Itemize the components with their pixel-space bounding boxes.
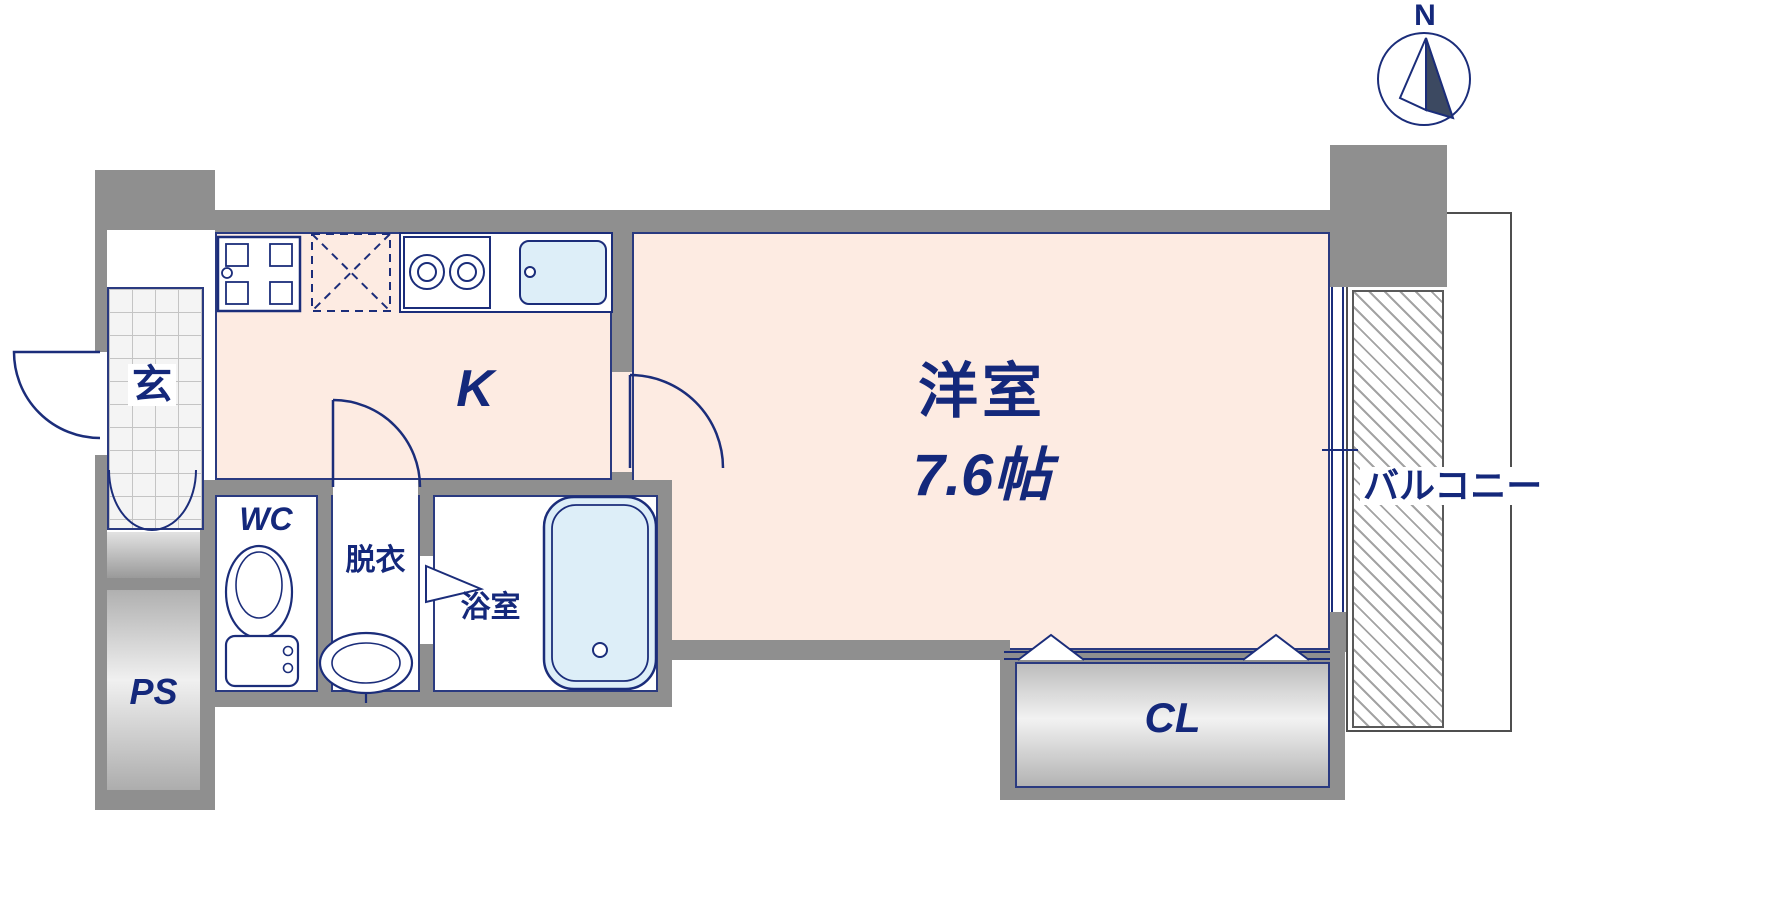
entrance-door-arc — [12, 350, 101, 440]
genkan-tile-floor — [107, 287, 204, 530]
bath-folding-door — [425, 564, 485, 604]
wall-pillar-top-left — [95, 170, 215, 230]
kitchen-sink-icon — [519, 240, 607, 305]
compass-icon — [1377, 32, 1471, 126]
kitchen-unit — [216, 235, 302, 313]
wall-right-stub — [1330, 612, 1346, 652]
shoe-cabinet-doors — [108, 469, 197, 531]
refrigerator-space — [311, 233, 391, 312]
doorway-floor — [612, 372, 632, 472]
wall-ps-top — [95, 578, 215, 590]
wall-pillar-top-right — [1330, 145, 1447, 287]
balcony-floor — [1352, 290, 1444, 728]
window — [1322, 287, 1358, 612]
door-arc-dressing — [331, 398, 422, 488]
wall-bottom-left — [95, 790, 215, 810]
wash-basin-icon — [318, 631, 414, 703]
main-room-floor — [632, 232, 1330, 650]
door-arc-main-room — [628, 373, 725, 469]
pipe-space-interior — [107, 590, 200, 790]
toilet-icon — [224, 544, 300, 688]
closet-interior — [1015, 662, 1330, 788]
wall-kitchen-main-stub — [612, 472, 632, 482]
bathtub-icon — [542, 495, 658, 691]
wall-top — [215, 210, 1330, 232]
closet-folding-doors — [1004, 633, 1330, 661]
genkan-step — [107, 532, 200, 578]
gas-stove-icon — [403, 236, 491, 309]
wall-main-bottom — [660, 640, 1010, 660]
dressing-door-gap — [333, 480, 418, 497]
wall-kitchen-main-upper — [612, 232, 632, 372]
wall-left-upper — [95, 230, 107, 352]
wall-left-lower — [95, 455, 107, 810]
